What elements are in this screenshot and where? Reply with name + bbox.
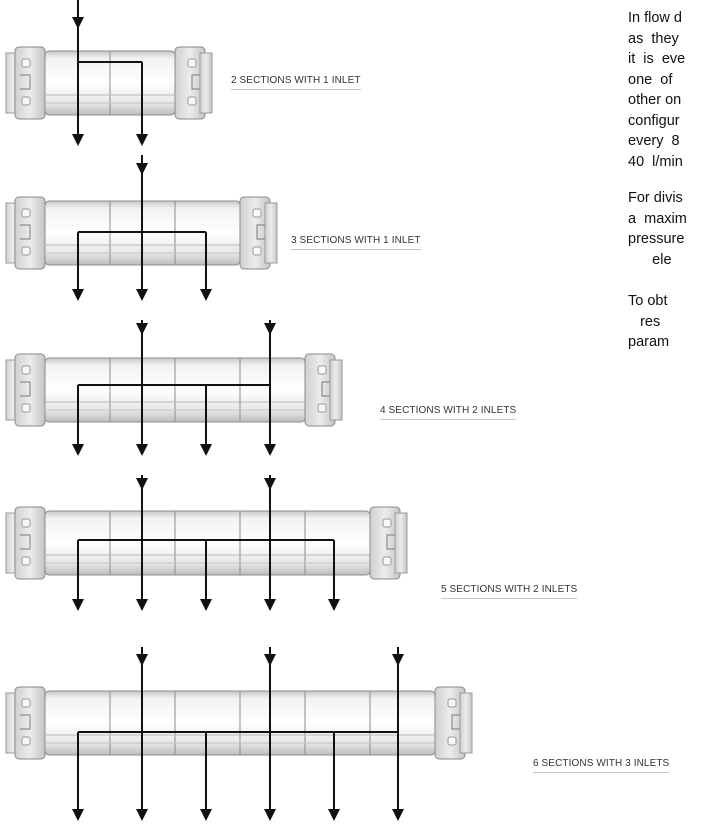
arrows (72, 478, 340, 611)
arrows (72, 323, 276, 456)
flow-lines (77, 320, 271, 445)
assembly-6-sections (5, 647, 473, 821)
flow-lines (77, 155, 207, 290)
assembly-5-sections (5, 475, 408, 611)
flow-lines (77, 475, 335, 600)
divider-body (5, 46, 213, 120)
assembly-4-sections (5, 320, 343, 456)
assembly-2-sections (5, 0, 213, 146)
description-paragraph-2: For divis a maxim pressure ele (628, 190, 687, 268)
divider-body (5, 506, 408, 580)
arrows (72, 17, 148, 146)
caption-4-sections: 4 SECTIONS WITH 2 INLETS (380, 405, 517, 420)
caption-6-sections: 6 SECTIONS WITH 3 INLETS (533, 758, 670, 773)
flow-lines (77, 0, 143, 135)
flow-lines (77, 647, 399, 810)
divider-body (5, 353, 343, 427)
caption-2-sections: 2 SECTIONS WITH 1 INLET (231, 75, 361, 90)
description-paragraph-1: In flow d as they it is eve one of other… (628, 10, 686, 170)
assembly-3-sections (5, 155, 278, 301)
divider-body (5, 686, 473, 760)
caption-5-sections: 5 SECTIONS WITH 2 INLETS (441, 584, 578, 599)
description-paragraph-3: To obt res param (628, 293, 670, 350)
arrows (72, 163, 212, 301)
caption-3-sections: 3 SECTIONS WITH 1 INLET (291, 235, 421, 250)
arrows (72, 654, 404, 821)
